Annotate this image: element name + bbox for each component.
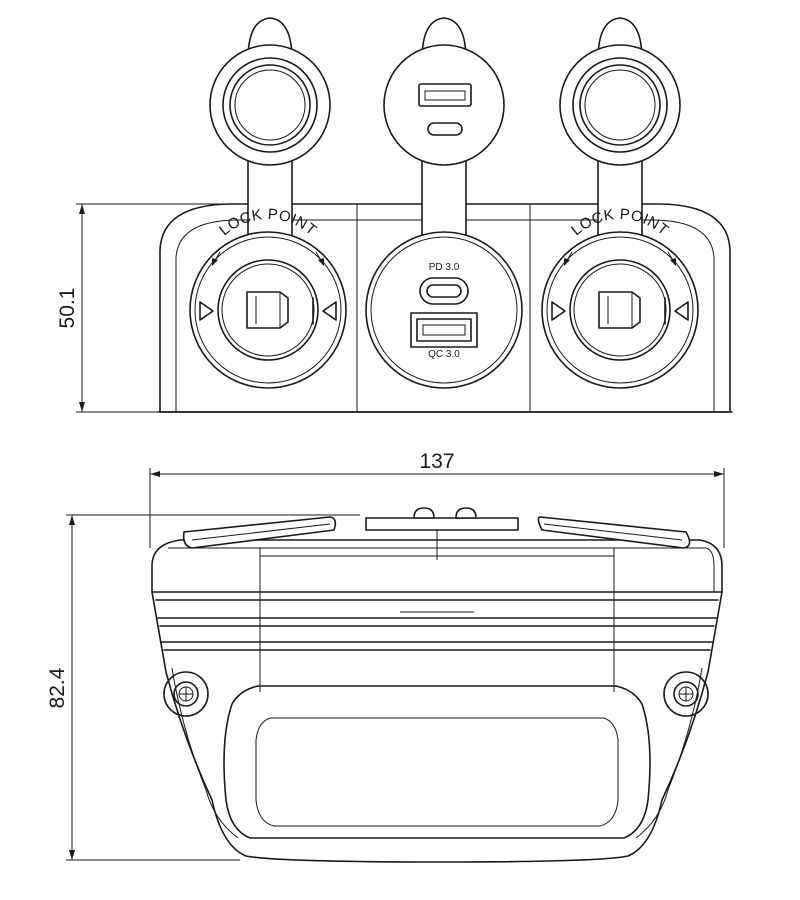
width-dimension-label: 137 (419, 450, 454, 473)
housing (151, 520, 723, 863)
top-view: 50.1 LOCK POINT (56, 17, 733, 413)
height-dimension-front: 82.4 (46, 514, 360, 861)
panel-body (157, 203, 733, 413)
cover-flaps (182, 507, 691, 549)
height-dimension-front-label: 82.4 (46, 667, 69, 708)
screw-right (663, 671, 709, 717)
left-12v-socket: LOCK POINT (189, 17, 347, 389)
right-12v-socket: LOCK POINT (541, 17, 699, 389)
middle-usb-socket: PD 3.0 QC 3.0 (365, 17, 523, 389)
width-dimension: 137 (149, 450, 725, 548)
qc-label: QC 3.0 (428, 349, 460, 360)
pd-label: PD 3.0 (429, 262, 460, 273)
screw-left (163, 671, 209, 717)
front-view: 137 82.4 (46, 450, 725, 863)
height-dimension-top-label: 50.1 (56, 288, 79, 329)
